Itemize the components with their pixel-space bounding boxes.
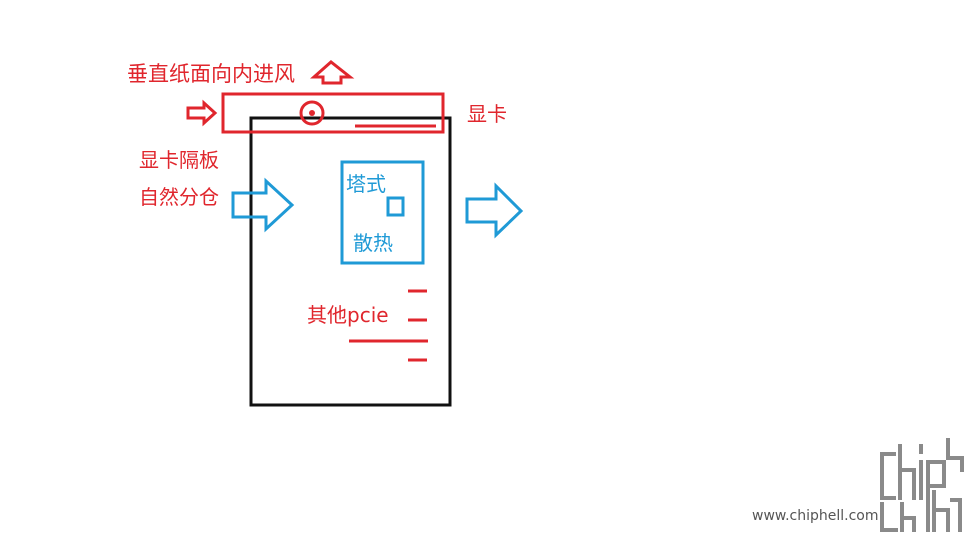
chiphell-logo-icon xyxy=(880,438,964,532)
up-arrow-icon xyxy=(310,60,355,85)
gpu-box xyxy=(221,92,445,134)
gpu-intake-arrow-icon xyxy=(186,99,218,127)
natural-partition-label: 自然分仓 xyxy=(139,185,219,209)
cpu-square xyxy=(386,196,405,217)
case-outline xyxy=(249,116,452,407)
gpu-label: 显卡 xyxy=(467,102,507,126)
intake-arrow-icon xyxy=(231,177,295,233)
tower-cooler-box xyxy=(340,160,425,265)
gpu-fan-icon xyxy=(299,100,325,126)
tower-cooler-label-top: 塔式 xyxy=(346,172,386,196)
exhaust-arrow-icon xyxy=(465,182,524,239)
other-pcie-label: 其他pcie xyxy=(307,303,389,327)
gpu-divider-label: 显卡隔板 xyxy=(139,148,219,172)
tower-cooler-label-bottom: 散热 xyxy=(353,231,393,255)
watermark-url: www.chiphell.com xyxy=(752,508,879,524)
fan-airflow-label: 垂直纸面向内进风 xyxy=(127,62,295,86)
